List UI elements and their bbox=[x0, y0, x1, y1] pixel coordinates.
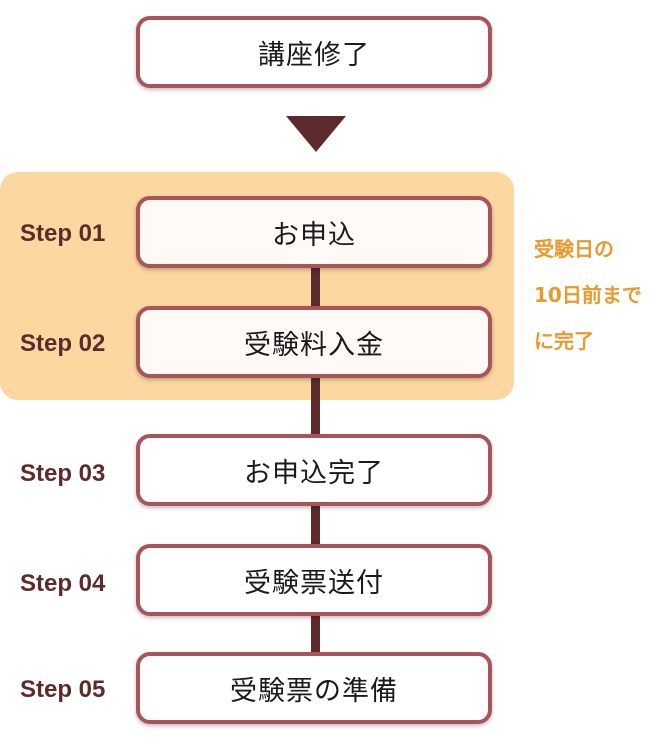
deadline-note-line-1: 受験日の bbox=[534, 237, 614, 261]
step-02-box: 受験料入金 bbox=[136, 306, 492, 378]
deadline-note-line-3: に完了 bbox=[534, 329, 594, 353]
deadline-note: 受験日の 10日前まで に完了 bbox=[534, 226, 660, 364]
step-04-text: 受験票送付 bbox=[244, 567, 384, 599]
step-05-text: 受験票の準備 bbox=[230, 675, 398, 707]
step-02-text: 受験料入金 bbox=[244, 329, 384, 361]
step-04-label: Step 04 bbox=[20, 570, 106, 597]
step-02-label: Step 02 bbox=[20, 330, 106, 357]
step-01-text: お申込 bbox=[272, 219, 356, 251]
step-05-label: Step 05 bbox=[20, 676, 106, 703]
deadline-note-line-2: 10日前まで bbox=[534, 283, 642, 307]
step-01-label: Step 01 bbox=[20, 220, 106, 247]
step-03-label: Step 03 bbox=[20, 460, 106, 487]
course-complete-label: 講座修了 bbox=[258, 39, 370, 71]
step-05-box: 受験票の準備 bbox=[136, 652, 492, 724]
course-complete-box: 講座修了 bbox=[136, 16, 492, 88]
step-03-box: お申込完了 bbox=[136, 434, 492, 506]
down-arrow-icon bbox=[286, 116, 346, 152]
step-01-box: お申込 bbox=[136, 196, 492, 268]
step-03-text: お申込完了 bbox=[244, 457, 384, 489]
step-04-box: 受験票送付 bbox=[136, 544, 492, 616]
